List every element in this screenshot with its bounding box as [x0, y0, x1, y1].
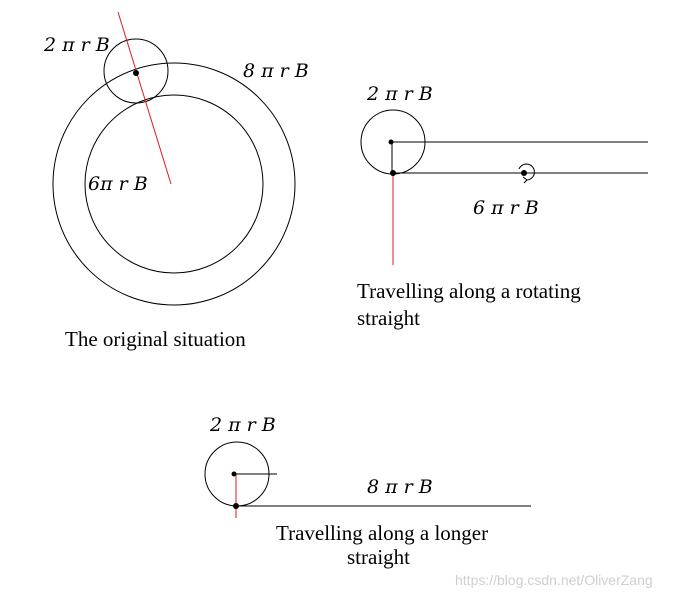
- caption-rotating-line2: straight: [357, 306, 420, 330]
- contact-point: [133, 70, 139, 76]
- rotation-arrow-icon: [518, 163, 535, 184]
- outer-circle-label: 8 π r B: [243, 60, 309, 82]
- straight-circle-label: 2 π r B: [209, 414, 276, 436]
- caption-original: The original situation: [65, 327, 246, 351]
- inner-circle-label: 6π r B: [88, 173, 148, 195]
- center-dot: [388, 139, 394, 145]
- inner-circle: [84, 94, 264, 274]
- straight-center-dot: [231, 471, 237, 477]
- caption-rotating-line1: Travelling along a rotating: [357, 279, 581, 303]
- rotating-circle-label: 2 π r B: [366, 83, 433, 105]
- radius-line: [117, 11, 172, 185]
- small-rolling-circle: [103, 38, 169, 104]
- straight-length-label: 8 π r B: [367, 476, 433, 498]
- panel-original: 2 π r B 8 π r B 6π r B The original situ…: [43, 11, 309, 351]
- contact-dot: [390, 170, 396, 176]
- small-circle-label: 2 π r B: [43, 34, 110, 56]
- panel-rotating: 2 π r B 6 π r B Travelling along a rotat…: [357, 83, 648, 330]
- watermark: https://blog.csdn.net/OliverZang: [455, 572, 653, 588]
- outer-circle: [52, 62, 296, 306]
- rotating-axis-label: 6 π r B: [473, 197, 539, 219]
- caption-longer-line1: Travelling along a longer: [276, 521, 488, 545]
- caption-longer-line2: straight: [347, 545, 410, 569]
- straight-contact-dot: [233, 503, 239, 509]
- panel-longer: 2 π r B 8 π r B Travelling along a longe…: [204, 414, 531, 569]
